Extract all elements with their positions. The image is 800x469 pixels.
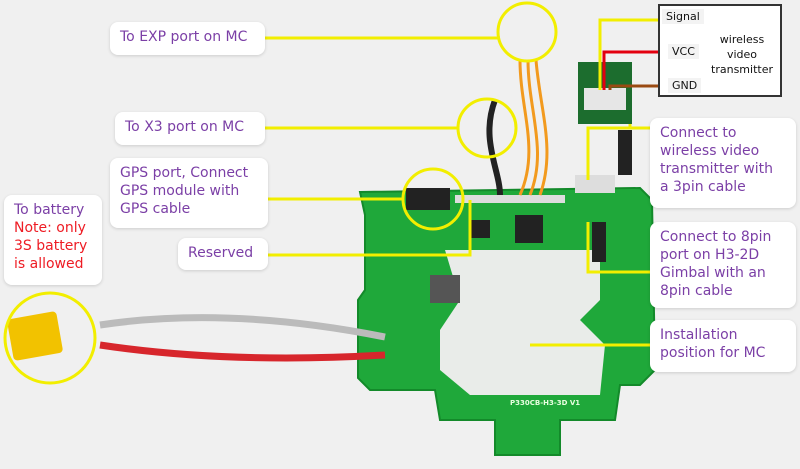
gps-connector <box>406 188 450 210</box>
x3-cable <box>486 98 503 196</box>
transmitter-label: wireless video transmitter <box>711 33 773 76</box>
battery-title: To battery <box>14 202 85 218</box>
callout-reserved: Reserved <box>178 238 268 270</box>
pin-gnd: GND <box>668 78 702 93</box>
pin-signal: Signal <box>662 9 704 24</box>
callout-gimbal: Connect to 8pin port on H3-2D Gimbal wit… <box>650 222 796 308</box>
callout-battery: To battery Note: only 3S battery is allo… <box>4 195 102 285</box>
wireless-video-transmitter-box: Signal VCC GND wireless video transmitte… <box>658 4 782 97</box>
battery-warning: Note: only 3S battery is allowed <box>14 220 88 272</box>
mc-installation-area <box>440 250 605 395</box>
pcb-board <box>357 130 657 456</box>
callout-gps-port: GPS port, Connect GPS module with GPS ca… <box>110 158 268 228</box>
battery-wire-gray <box>99 314 386 341</box>
callout-exp-port: To EXP port on MC <box>110 22 265 55</box>
capacitor <box>618 130 632 175</box>
inductor <box>430 275 460 303</box>
chip <box>515 215 543 243</box>
pin-vcc: VCC <box>668 44 699 59</box>
battery-wire-red <box>99 341 386 362</box>
video-connector <box>575 175 615 193</box>
gimbal-connector <box>592 222 606 262</box>
board-silkscreen: P330CB-H3-3D V1 <box>510 399 581 407</box>
xt60-connector <box>7 311 63 361</box>
callout-installation: Installation position for MC <box>650 320 796 372</box>
callout-x3-port: To X3 port on MC <box>115 112 265 145</box>
leader-lines <box>3 1 650 385</box>
exp-cable <box>518 59 549 196</box>
callout-video-transmitter: Connect to wireless video transmitter wi… <box>650 118 796 208</box>
